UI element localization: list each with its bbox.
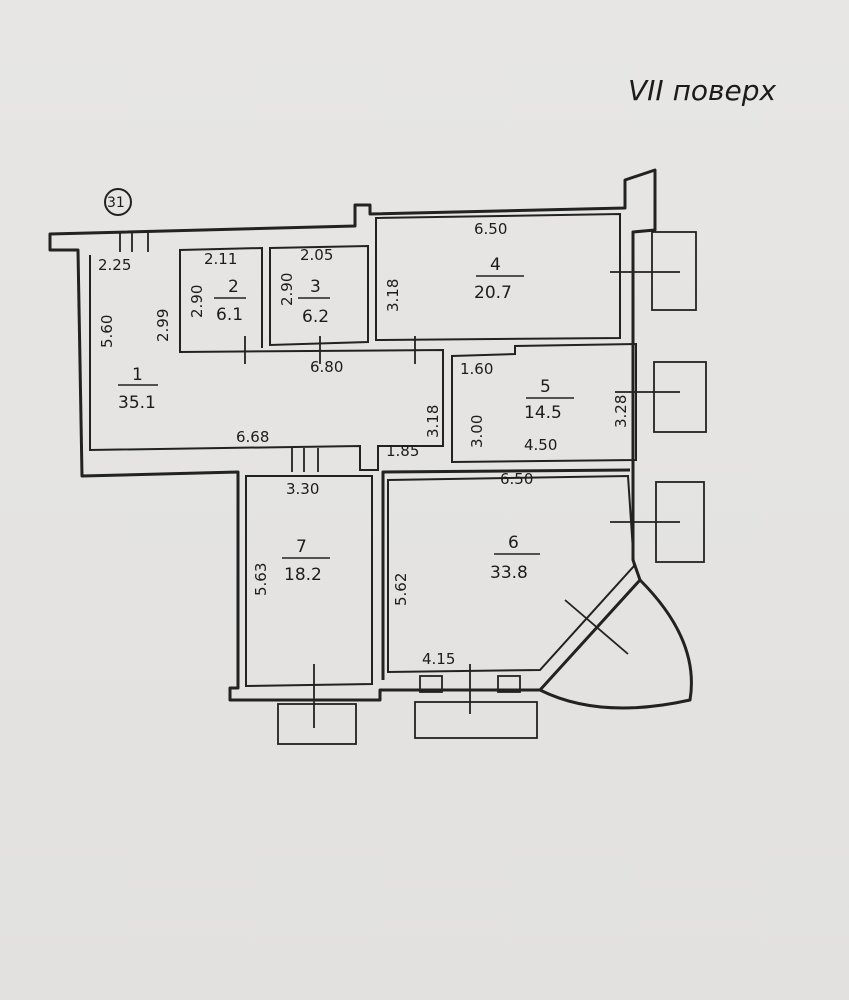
room-6-number: 6 xyxy=(508,533,519,553)
room-3-area: 6.2 xyxy=(302,307,329,327)
room-6-area: 33.8 xyxy=(490,563,528,583)
window-mark-1 xyxy=(419,675,443,693)
balcony-room6-bottom xyxy=(414,701,538,739)
room-1-area: 35.1 xyxy=(118,393,156,413)
balcony-room5 xyxy=(653,361,707,433)
room-5-number: 5 xyxy=(540,377,551,397)
dim-r1-bottom: 6.68 xyxy=(236,428,269,446)
dim-r5-bottom: 4.50 xyxy=(524,436,557,454)
dim-r5-right: 3.28 xyxy=(612,395,630,428)
room-4-area: 20.7 xyxy=(474,283,512,303)
dim-r1-top: 2.25 xyxy=(98,256,131,274)
dim-r3-side: 2.90 xyxy=(278,273,296,306)
room-2-area: 6.1 xyxy=(216,305,243,325)
room-7-number: 7 xyxy=(296,537,307,557)
balcony-room7 xyxy=(277,703,357,745)
room-3-number: 3 xyxy=(310,277,321,297)
dim-r2-side: 2.90 xyxy=(188,285,206,318)
room-5-area: 14.5 xyxy=(524,403,562,423)
dim-r1-left: 5.60 xyxy=(98,315,116,348)
flat-number: 31 xyxy=(107,195,125,211)
dim-r1-inner: 2.99 xyxy=(154,309,172,342)
room-1-number: 1 xyxy=(132,365,143,385)
room-2-number: 2 xyxy=(228,277,239,297)
balcony-room4 xyxy=(651,231,697,311)
dim-r3-top: 2.05 xyxy=(300,246,333,264)
room-labels: 1 35.1 2 6.1 3 6.2 4 20.7 5 14.5 6 33.8 … xyxy=(118,255,574,585)
dimension-labels: 2.25 5.60 2.99 6.80 6.68 2.11 2.90 2.05 … xyxy=(98,220,630,668)
dim-r7-side: 5.63 xyxy=(252,563,270,596)
dim-r5-top: 1.60 xyxy=(460,360,493,378)
window-mark-diag xyxy=(564,599,629,655)
door-marks xyxy=(119,232,680,728)
balconies xyxy=(277,231,707,745)
dim-r1-mid: 6.80 xyxy=(310,358,343,376)
dim-r4-top: 6.50 xyxy=(474,220,507,238)
window-mark-2 xyxy=(497,675,521,693)
dim-r7-top: 3.30 xyxy=(286,480,319,498)
dim-r6-top: 6.50 xyxy=(500,470,533,488)
dim-corridor-small: 1.85 xyxy=(386,442,419,460)
dim-r6-bottom: 4.15 xyxy=(422,650,455,668)
room-4-number: 4 xyxy=(490,255,501,275)
outer-walls xyxy=(48,168,693,710)
flat-number-circle xyxy=(104,188,132,216)
dim-r4-side: 3.18 xyxy=(384,279,402,312)
dim-r5-left: 3.00 xyxy=(468,415,486,448)
room-7-area: 18.2 xyxy=(284,565,322,585)
dim-r6-side: 5.62 xyxy=(392,573,410,606)
dim-corridor-side: 3.18 xyxy=(424,405,442,438)
dim-r2-top: 2.11 xyxy=(204,250,237,268)
floor-label: VII поверх xyxy=(628,74,777,107)
